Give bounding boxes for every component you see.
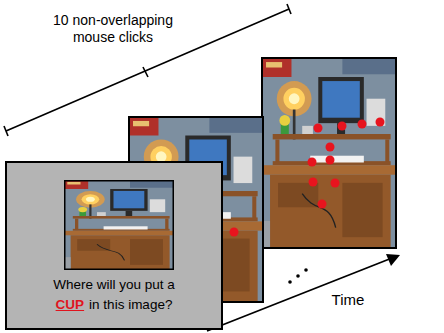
ellipsis-dots <box>288 268 308 284</box>
question-text: Where will you put a CUP in this image? <box>7 275 221 314</box>
bracket-label: 10 non-overlapping mouse clicks <box>38 12 188 46</box>
axis-label: Time <box>322 291 374 308</box>
time-arrow <box>207 254 400 331</box>
question-line: Where will you put a <box>7 275 221 295</box>
final-frame <box>262 58 396 248</box>
click-dots <box>308 118 385 209</box>
click-dot <box>230 228 239 237</box>
question-text: in this image? <box>89 297 172 312</box>
question-line: CUP in this image? <box>7 295 221 315</box>
question-text: Where will you put a <box>53 277 175 292</box>
question-panel: Where will you put a CUP in this image? <box>5 161 223 330</box>
object-word: CUP <box>56 297 85 312</box>
query-image <box>64 180 174 270</box>
